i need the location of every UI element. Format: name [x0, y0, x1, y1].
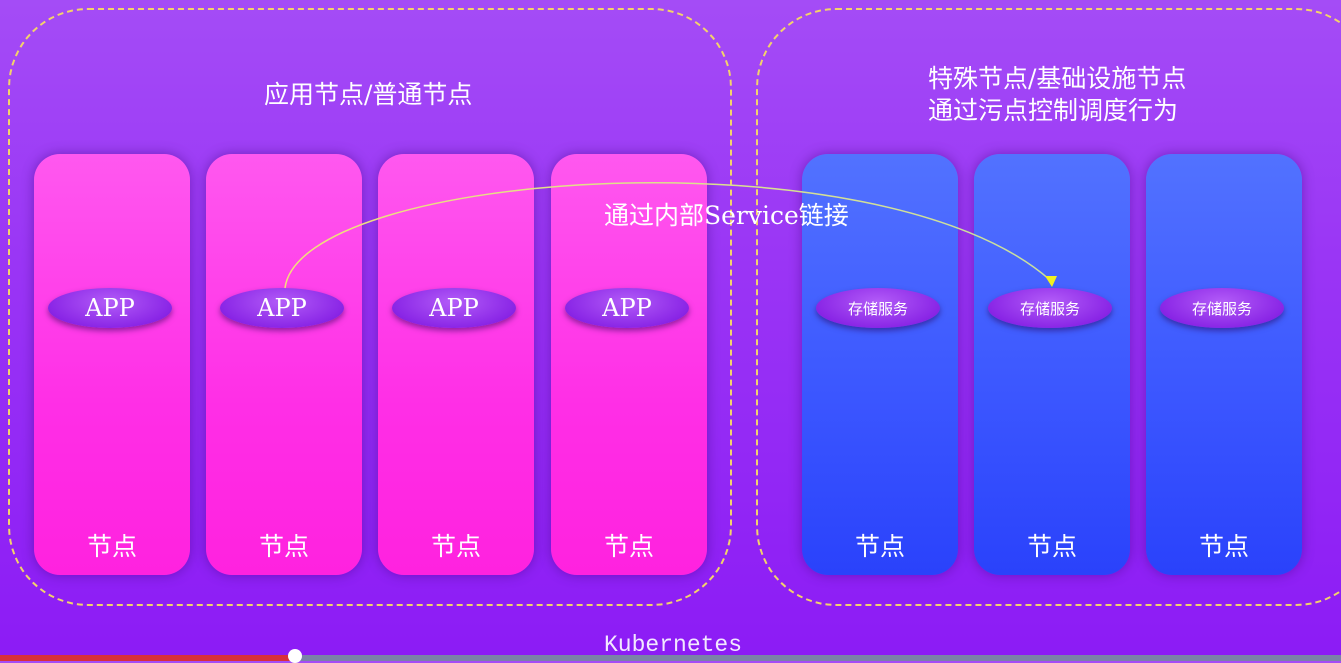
infra-group-title: 特殊节点/基础设施节点 通过污点控制调度行为 [928, 63, 1186, 127]
node-column: 存储服务节点 [974, 154, 1130, 575]
node-label: 节点 [430, 532, 481, 561]
node-column: APP 节点 [378, 154, 534, 575]
storage-pod: 存储服务 [816, 288, 940, 328]
app-pod: APP [48, 288, 172, 328]
node-column: APP 节点 [206, 154, 362, 575]
infra-title-line2: 通过污点控制调度行为 [928, 96, 1179, 125]
storage-pod: 存储服务 [988, 288, 1112, 328]
node-column: APP 节点 [551, 154, 707, 575]
node-column: 存储服务节点 [802, 154, 958, 575]
connection-label: 通过内部Service链接 [604, 201, 849, 230]
infra-title-line1: 特殊节点/基础设施节点 [928, 64, 1187, 93]
app-pod: APP [392, 288, 516, 328]
video-progress-played[interactable] [0, 655, 296, 661]
app-pod: APP [220, 288, 344, 328]
node-label: 节点 [603, 532, 654, 561]
video-scrubber-handle[interactable] [288, 649, 303, 663]
node-label: 节点 [258, 532, 309, 561]
node-column: APP 节点 [34, 154, 190, 575]
app-group-title: 应用节点/普通节点 [264, 80, 473, 109]
node-label: 节点 [1198, 532, 1249, 561]
app-node-group [8, 8, 732, 606]
node-column: 存储服务节点 [1146, 154, 1302, 575]
node-label: 节点 [854, 532, 905, 561]
video-progress-remaining[interactable] [295, 655, 1341, 661]
app-pod: APP [565, 288, 689, 328]
node-label: 节点 [1026, 532, 1077, 561]
cluster-label: Kubernetes [604, 632, 743, 658]
node-label: 节点 [86, 532, 137, 561]
infra-node-group [756, 8, 1341, 606]
storage-pod: 存储服务 [1160, 288, 1284, 328]
